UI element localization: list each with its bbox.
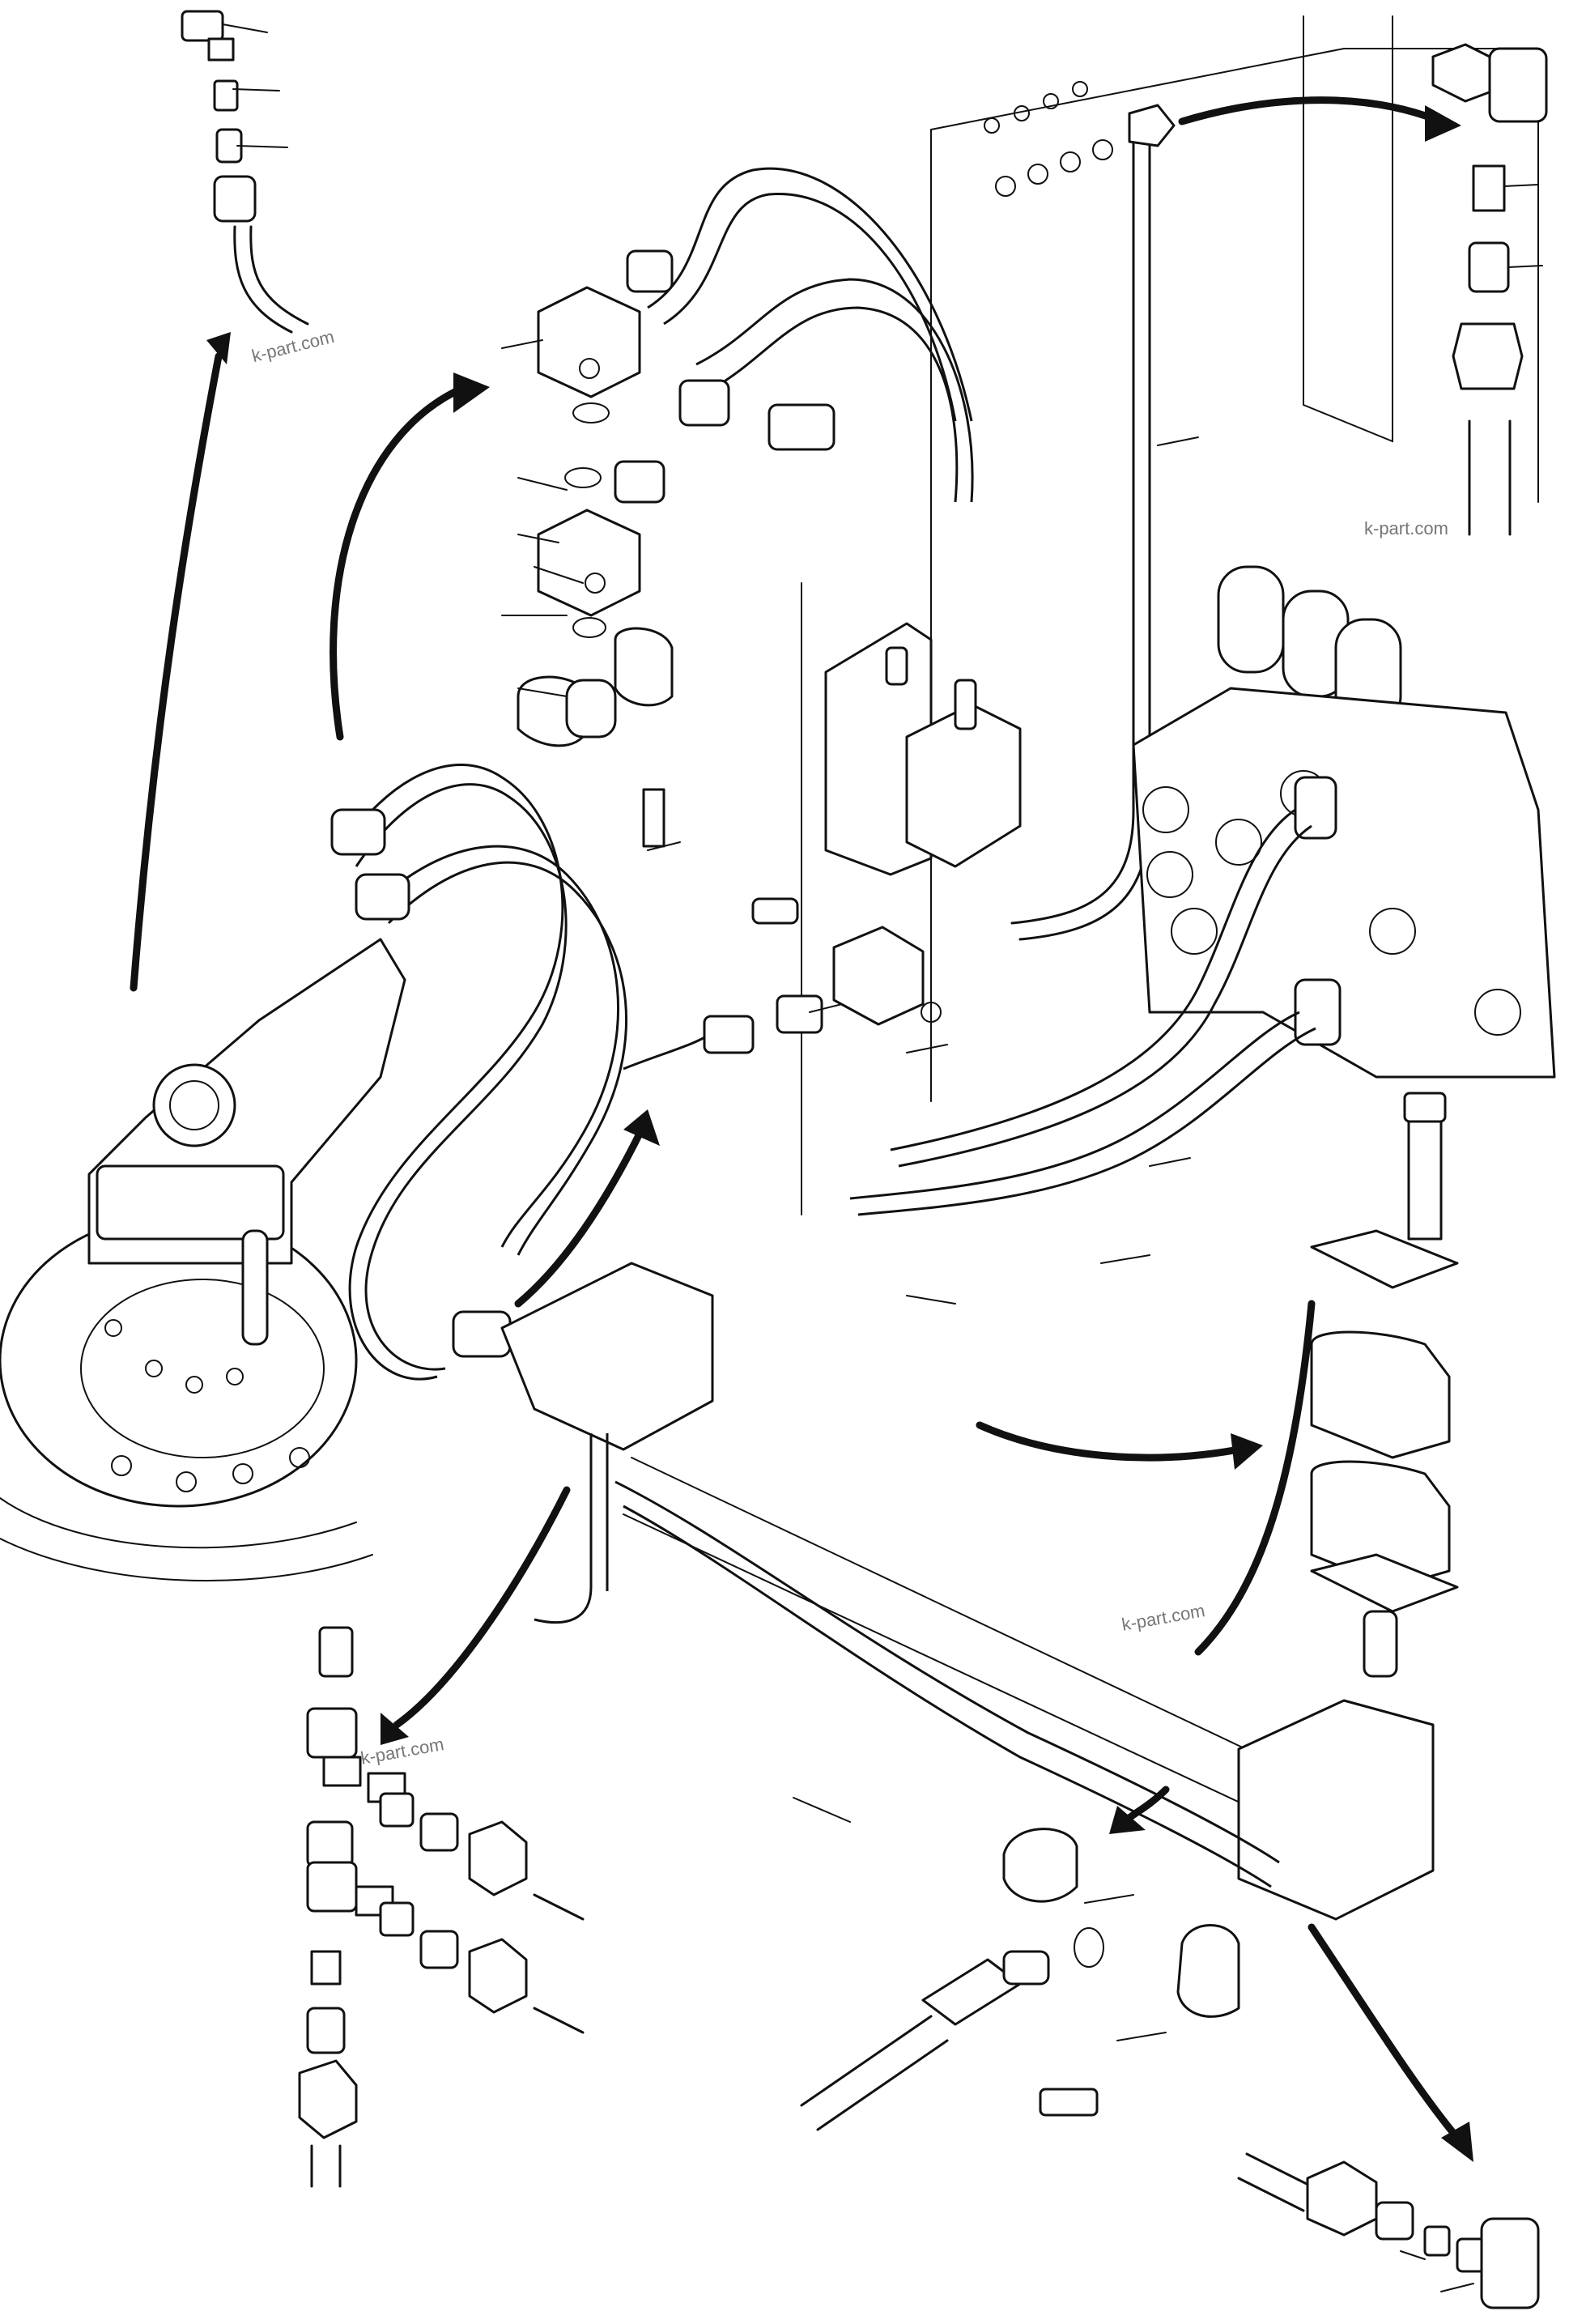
cross-beam bbox=[500, 1262, 1435, 1921]
arrow-to-upper-valve bbox=[330, 385, 466, 741]
mid-valve-block bbox=[623, 897, 942, 1070]
valve-block-lower bbox=[537, 509, 641, 638]
panel-holes bbox=[984, 81, 1113, 197]
arrow-to-top-right bbox=[1178, 96, 1445, 126]
fitting-detail-top-left bbox=[181, 10, 309, 334]
leader-lines bbox=[501, 339, 1474, 2292]
hose-set-control bbox=[849, 808, 1316, 1216]
watermark-2: k-part.com bbox=[1364, 518, 1448, 538]
arrow-to-bottom-right bbox=[1308, 1923, 1461, 2142]
arrow-from-clamp-stack bbox=[1194, 1300, 1316, 1656]
detail-arrows bbox=[130, 96, 1473, 2162]
fitting-detail-bottom-right bbox=[1237, 2152, 1540, 2309]
flange-clamps bbox=[517, 627, 674, 848]
electric-box bbox=[824, 622, 1022, 876]
arrow-to-top-left bbox=[130, 352, 223, 992]
fitting-detail-top-right bbox=[1431, 43, 1548, 536]
fitting-detail-bottom-left bbox=[298, 1626, 585, 2188]
hose-set-upper bbox=[614, 167, 974, 504]
arrow-to-mid-block bbox=[514, 1130, 644, 1308]
control-valve bbox=[1132, 565, 1556, 1079]
arrow-to-bottom-left bbox=[393, 1486, 571, 1729]
flange-detail-bottom-right bbox=[800, 1828, 1240, 2131]
motor-bolts bbox=[104, 1319, 310, 1492]
hose-set-motor bbox=[330, 764, 628, 1381]
cabin-panel bbox=[801, 15, 1539, 1215]
arrow-to-flange-detail bbox=[1125, 1786, 1170, 1822]
valve-block-upper bbox=[537, 286, 641, 488]
clamp-detail-stack bbox=[1310, 1092, 1459, 1678]
hydraulic-motor bbox=[0, 938, 406, 1581]
arrow-to-clamp-stack bbox=[976, 1421, 1243, 1462]
